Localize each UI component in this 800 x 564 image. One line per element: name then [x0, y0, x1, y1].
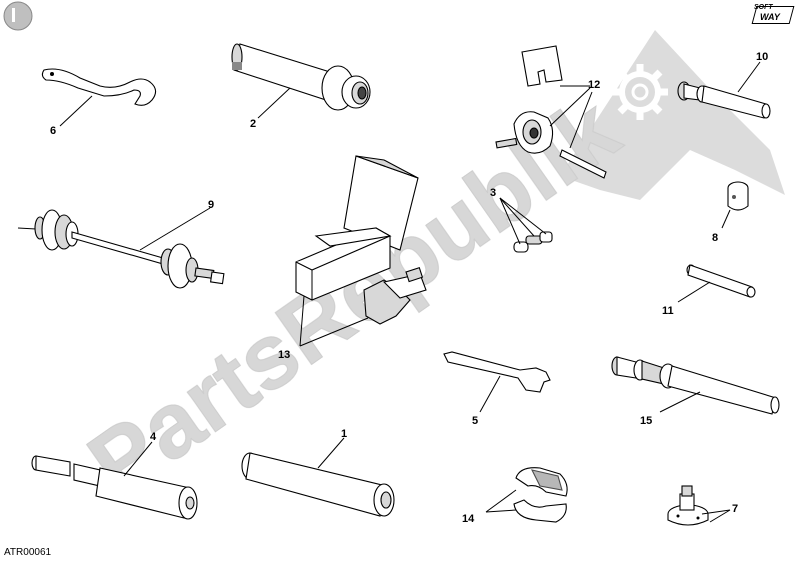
label-4: 4: [150, 431, 157, 443]
label-6: 6: [50, 125, 56, 137]
label-7: 7: [732, 503, 738, 515]
label-5: 5: [472, 415, 478, 427]
part-12-fixture: 12: [495, 45, 607, 179]
label-8: 8: [712, 232, 718, 244]
label-12: 12: [588, 79, 600, 91]
corner-badge-icon: [3, 1, 33, 31]
part-9-puller-rod: 9: [17, 199, 225, 289]
part-15-drift: 15: [611, 356, 780, 427]
part-2-drift: 2: [231, 43, 371, 130]
label-9: 9: [208, 199, 214, 211]
watermark-text: PartsRepublik: [71, 78, 637, 517]
label-3: 3: [490, 187, 496, 199]
diagram-code: ATR00061: [4, 547, 52, 558]
softway-logo: SOFT WAY: [751, 4, 795, 24]
part-8-bush: 8: [712, 181, 749, 244]
label-13: 13: [278, 349, 290, 361]
watermark-flag-icon: [560, 30, 785, 200]
part-1-tube: 1: [241, 428, 395, 517]
part-14-bushings: 14: [462, 467, 568, 525]
part-3-clips: 3: [490, 187, 553, 253]
part-6-hook-spanner: 6: [41, 68, 157, 137]
label-11: 11: [662, 305, 674, 317]
label-14: 14: [462, 513, 475, 525]
label-2: 2: [250, 118, 256, 130]
label-1: 1: [341, 428, 347, 440]
label-10: 10: [756, 51, 768, 63]
part-11-pin: 11: [662, 264, 756, 317]
logo-text-bottom: WAY: [760, 12, 780, 22]
part-5-wrench: 5: [443, 351, 551, 427]
part-4-stepped-drift: 4: [31, 431, 198, 520]
part-13-toolbox: 13: [278, 155, 427, 361]
part-10-shaft: 10: [677, 51, 771, 119]
label-15: 15: [640, 415, 652, 427]
part-7-plug: 7: [667, 485, 738, 526]
watermark-gear-icon: [612, 64, 668, 120]
logo-text-top: SOFT: [754, 4, 773, 11]
